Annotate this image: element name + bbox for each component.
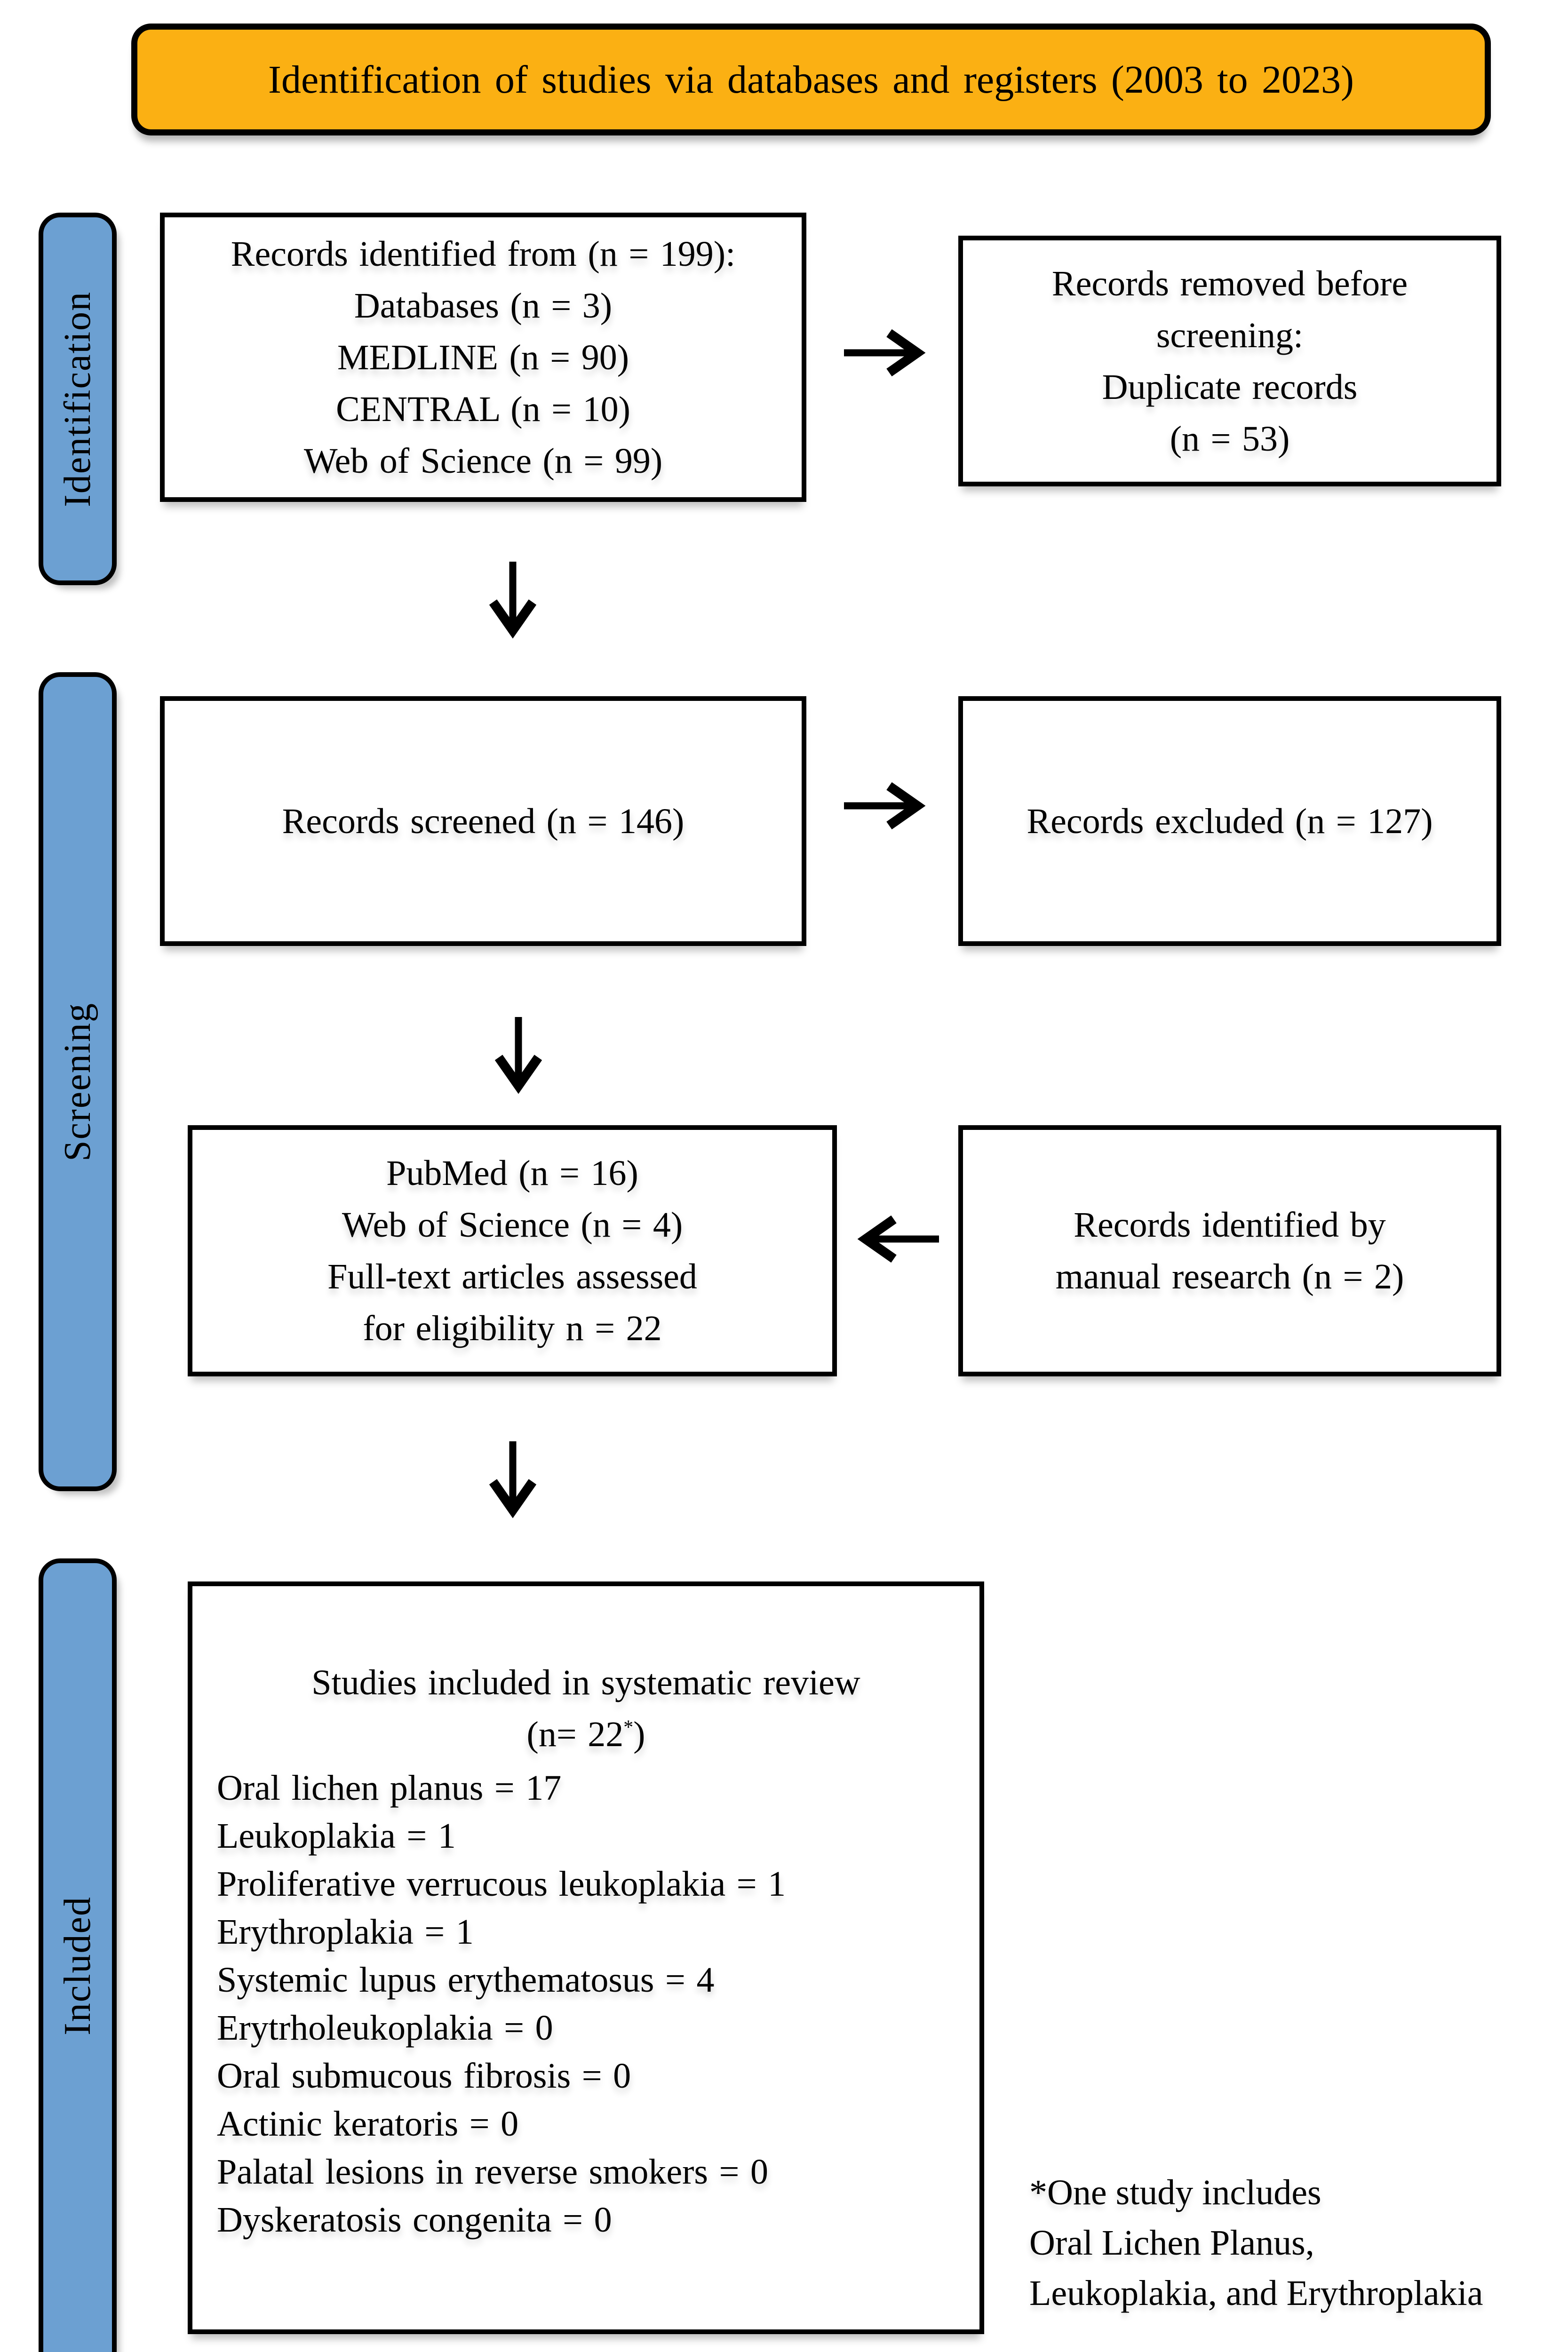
box-line: Full-text articles assessed [327,1257,697,1296]
list-item: Oral submucous fibrosis = 0 [217,2056,631,2096]
box-line: Records identified from (n = 199): [231,234,736,274]
title-banner: Identification of studies via databases … [131,24,1491,135]
box-records-excluded: Records excluded (n = 127) [958,696,1501,946]
included-count: (n= 22*) [526,1715,645,1754]
list-item: Proliferative verrucous leukoplakia = 1 [217,1864,786,1904]
box-records-removed: Records removed before screening: Duplic… [958,236,1501,486]
box-line: Web of Science (n = 99) [303,441,663,481]
box-line: MEDLINE (n = 90) [337,337,629,377]
box-line: manual research (n = 2) [1055,1257,1404,1296]
box-fulltext-assessed: PubMed (n = 16) Web of Science (n = 4) F… [188,1125,837,1376]
box-line: for eligibility n = 22 [363,1309,662,1348]
arrow-down-icon [489,560,536,654]
stage-bar-screening: Screening [39,672,117,1491]
arrow-left-icon [842,1216,941,1263]
box-line: Databases (n = 3) [354,286,613,326]
box-manual-research: Records identified by manual research (n… [958,1125,1501,1376]
list-item: Leukoplakia = 1 [217,1816,456,1856]
included-list: Oral lichen planus = 17 Leukoplakia = 1 … [192,1764,979,2244]
stage-label-identification: Identification [56,291,98,507]
arrow-right-icon [842,782,941,829]
arrow-down-icon [495,1015,542,1109]
stage-bar-identification: Identification [39,213,117,585]
box-line: Records excluded (n = 127) [1027,801,1433,841]
box-records-screened: Records screened (n = 146) [160,696,806,946]
list-item: Dyskeratosis congenita = 0 [217,2200,612,2240]
list-item: Oral lichen planus = 17 [217,1768,562,1808]
box-line: (n = 53) [1170,419,1290,459]
box-line: CENTRAL (n = 10) [336,389,630,429]
box-line: screening: [1156,315,1304,355]
title-text: Identification of studies via databases … [268,57,1354,102]
stage-bar-included: Included [39,1558,117,2352]
stage-label-screening: Screening [56,1002,98,1161]
list-item: Actinic keratoris = 0 [217,2104,519,2144]
list-item: Erythroplakia = 1 [217,1912,474,1952]
footnote-line: Leukoplakia, and Erythroplakia [1029,2273,1483,2313]
box-studies-included: Studies included in systematic review (n… [188,1581,984,2334]
box-line: Records removed before [1051,263,1408,303]
footnote-line: *One study includes [1029,2173,1321,2212]
arrow-right-icon [842,329,941,376]
box-line: Records identified by [1074,1205,1386,1245]
list-item: Systemic lupus erythematosus = 4 [217,1960,715,2000]
stage-label-included: Included [56,1896,98,2035]
list-item: Erytrholeukoplakia = 0 [217,2008,553,2048]
box-records-identified: Records identified from (n = 199): Datab… [160,213,806,502]
footnote-line: Oral Lichen Planus, [1029,2223,1314,2263]
list-item: Palatal lesions in reverse smokers = 0 [217,2152,768,2192]
footnote: *One study includes Oral Lichen Planus, … [1029,2168,1568,2319]
box-line: PubMed (n = 16) [386,1153,638,1193]
footnote-marker: * [623,1716,634,1739]
box-line: Records screened (n = 146) [282,801,685,841]
box-line: Duplicate records [1102,367,1358,407]
included-heading: Studies included in systematic review [311,1663,860,1702]
arrow-down-icon [489,1439,536,1534]
box-line: Web of Science (n = 4) [342,1205,683,1245]
